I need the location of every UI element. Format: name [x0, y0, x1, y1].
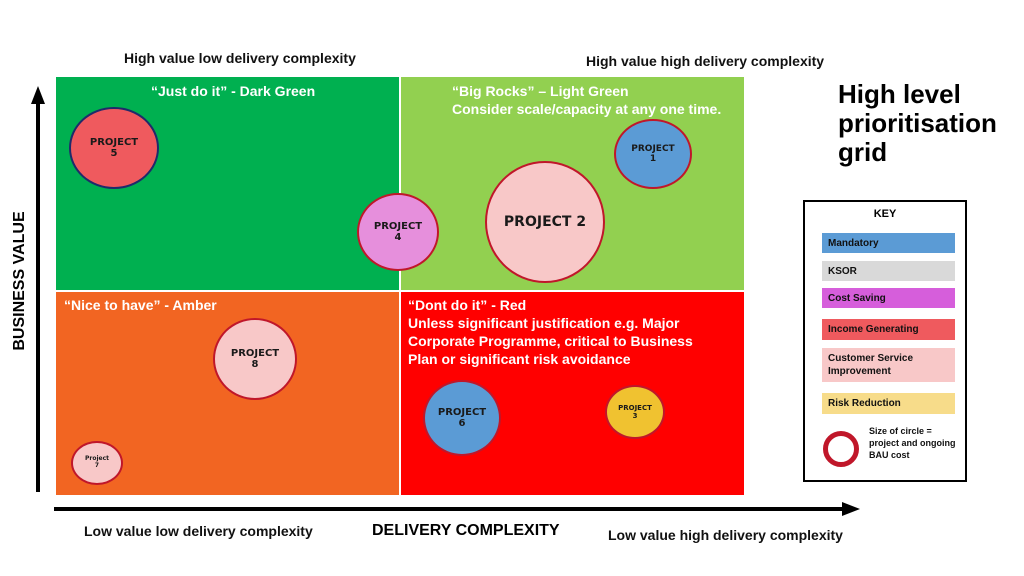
project-label: PROJECT	[618, 403, 652, 412]
quadrant-label: “Nice to have” - Amber	[64, 296, 217, 314]
key-legend: KEY Mandatory KSOR Cost Saving Income Ge…	[803, 200, 967, 482]
key-item-ksor: KSOR	[822, 261, 955, 281]
x-axis-title: DELIVERY COMPLEXITY	[372, 522, 560, 539]
horizontal-divider	[56, 290, 744, 292]
project-number: 1	[649, 154, 657, 164]
size-ring-icon	[823, 431, 859, 467]
quadrant-label: “Big Rocks” – Light Green Consider scale…	[452, 82, 721, 118]
quadrant-subtext: Consider scale/capacity at any one time.	[452, 101, 722, 117]
corner-label-bottom-right: Low value high delivery complexity	[608, 527, 843, 543]
project-number: 4	[394, 232, 402, 243]
project-2-circle[interactable]: PROJECT 2	[485, 161, 605, 283]
project-6-circle[interactable]: PROJECT 6	[423, 380, 501, 456]
title-line-2: prioritisation	[838, 108, 997, 138]
quadrant-heading: “Nice to have” - Amber	[64, 297, 217, 313]
project-number: 7	[94, 462, 100, 469]
page-title: High level prioritisation grid	[838, 80, 997, 167]
corner-label-top-left: High value low delivery complexity	[124, 50, 356, 66]
key-item-label: Cost Saving	[828, 292, 886, 304]
project-3-circle[interactable]: PROJECT 3	[605, 385, 665, 439]
quadrant-label: “Just do it” - Dark Green	[151, 82, 315, 100]
project-number: 3	[632, 412, 638, 420]
project-number: 6	[458, 418, 466, 429]
project-5-circle[interactable]: PROJECT 5	[69, 107, 159, 189]
project-8-circle[interactable]: PROJECT 8	[213, 318, 297, 400]
key-item-risk-reduction: Risk Reduction	[822, 393, 955, 414]
quadrant-dont-do-it: “Dont do it” - Red Unless significant ju…	[400, 291, 744, 495]
key-item-income-generating: Income Generating	[822, 319, 955, 340]
project-label: PROJECT 2	[503, 213, 587, 230]
project-label: PROJECT	[631, 143, 675, 154]
corner-label-bottom-left: Low value low delivery complexity	[84, 523, 313, 539]
key-item-label: Income Generating	[828, 324, 919, 335]
key-item-cost-saving: Cost Saving	[822, 288, 955, 308]
vertical-divider	[399, 77, 401, 495]
project-4-circle[interactable]: PROJECT 4	[357, 193, 439, 271]
key-item-mandatory: Mandatory	[822, 233, 955, 253]
key-item-label: Risk Reduction	[828, 398, 901, 409]
quadrant-heading: “Dont do it” - Red	[408, 297, 527, 313]
key-item-label: Mandatory	[828, 237, 879, 249]
quadrant-heading: “Big Rocks” – Light Green	[452, 83, 629, 99]
quadrant-heading: “Just do it” - Dark Green	[151, 83, 316, 99]
project-number: 8	[251, 359, 259, 370]
x-axis-arrowhead	[842, 502, 860, 516]
key-size-note: Size of circle = project and ongoing BAU…	[869, 426, 956, 460]
quadrant-subtext: Plan or significant risk avoidance	[408, 351, 631, 367]
project-number: 5	[110, 148, 118, 159]
corner-label-top-right: High value high delivery complexity	[586, 53, 825, 69]
project-1-circle[interactable]: PROJECT 1	[614, 119, 692, 189]
key-item-label: Customer Service Improvement	[828, 353, 914, 377]
key-item-customer-service: Customer Service Improvement	[822, 348, 955, 382]
quadrant-label: “Dont do it” - Red Unless significant ju…	[408, 296, 693, 368]
project-label: PROJECT	[373, 220, 423, 232]
project-label: PROJECT	[437, 406, 487, 418]
quadrant-subtext: Unless significant justification e.g. Ma…	[408, 315, 680, 331]
project-label: PROJECT	[89, 136, 139, 148]
project-label: PROJECT	[230, 347, 280, 359]
project-label: Project	[84, 455, 110, 463]
project-7-circle[interactable]: Project 7	[71, 441, 123, 485]
title-line-3: grid	[838, 137, 888, 167]
key-heading: KEY	[873, 208, 897, 220]
y-axis-arrowhead	[31, 86, 45, 104]
title-line-1: High level	[838, 79, 961, 109]
y-axis-title: BUSINESS VALUE	[11, 211, 28, 351]
quadrant-subtext: Corporate Programme, critical to Busines…	[408, 333, 693, 349]
key-item-label: KSOR	[828, 265, 857, 277]
